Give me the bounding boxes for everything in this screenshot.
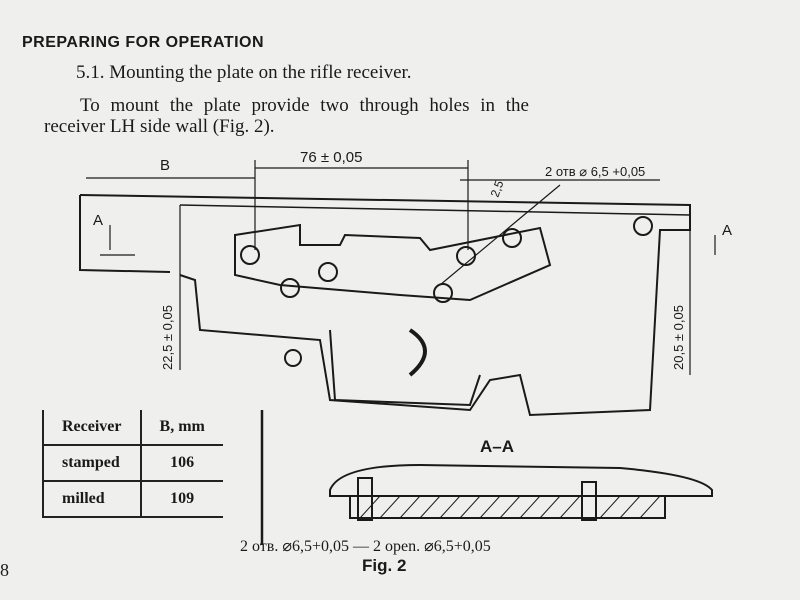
- receiver-table: Receiver B, mm stamped 106 milled 109: [42, 410, 223, 518]
- screw-left: [357, 477, 373, 521]
- dim-holes-label: 2 отв ⌀ 6,5 +0,05: [545, 164, 645, 179]
- paragraph-line-1: To mount the plate provide two through h…: [80, 95, 529, 116]
- table-row: stamped 106: [43, 445, 223, 482]
- section-plate: [329, 463, 713, 497]
- page-number: 8: [0, 560, 9, 580]
- section-heading: PREPARING FOR OPERATION: [22, 34, 265, 51]
- figure-caption: 2 отв. ⌀6,5+0,05 — 2 open. ⌀6,5+0,05: [240, 538, 491, 555]
- table-cell: 109: [139, 481, 223, 518]
- table-row: milled 109: [43, 481, 223, 518]
- screw-right: [581, 481, 597, 521]
- dim-76-label: 76 ± 0,05: [300, 149, 362, 166]
- table-cell: milled: [43, 481, 141, 518]
- table-header: B, mm: [139, 410, 223, 446]
- table-header-row: Receiver B, mm: [43, 410, 223, 446]
- subsection-title: 5.1. Mounting the plate on the rifle rec…: [76, 62, 412, 83]
- paragraph-line-2: receiver LH side wall (Fig. 2).: [44, 116, 275, 137]
- mounting-plate: [234, 223, 552, 302]
- section-mark-left: A: [93, 212, 103, 229]
- table-header: Receiver: [43, 410, 141, 446]
- receiver-outline: [79, 194, 691, 417]
- dim-22-5-label: 22,5 ± 0,05: [160, 305, 175, 370]
- figure-label: Fig. 2: [362, 556, 407, 575]
- table-cell: stamped: [43, 445, 141, 482]
- trigger: [408, 328, 427, 377]
- dim-b-label: B: [160, 157, 170, 174]
- dim-2-5-label: 2,5: [488, 178, 507, 199]
- section-label: A–A: [480, 437, 514, 456]
- table-cell: 106: [139, 445, 223, 482]
- dim-20-5-label: 20,5 ± 0,05: [671, 305, 686, 370]
- holes: [240, 216, 653, 367]
- section-mark-right: A: [722, 222, 732, 239]
- section-wall: [349, 495, 666, 519]
